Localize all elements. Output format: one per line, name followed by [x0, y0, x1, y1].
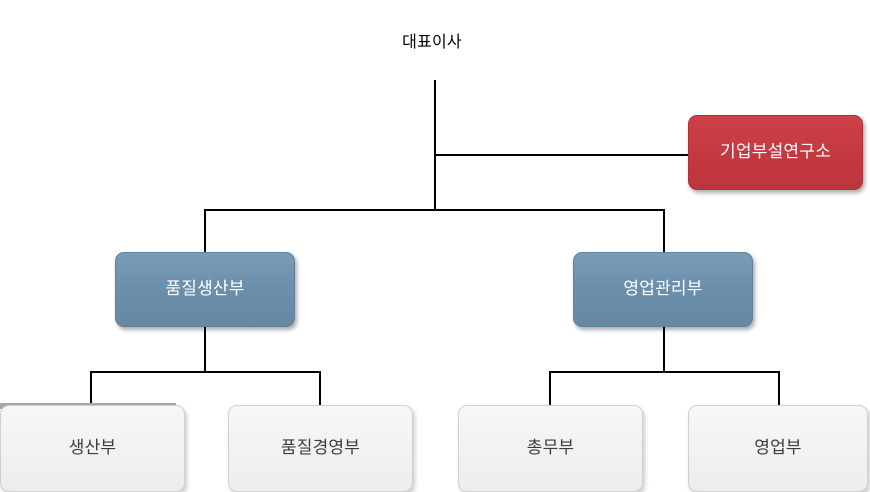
- org-node-label-quality-management-department: 품질경영부: [280, 437, 361, 458]
- org-node-research-institute[interactable]: 기업부설연구소: [688, 115, 863, 190]
- connector-sales-mgmt-bus: [549, 371, 780, 373]
- org-node-quality-production-division[interactable]: 품질생산부: [115, 252, 295, 327]
- org-node-sales-management-division[interactable]: 영업관리부: [573, 252, 753, 327]
- connector-sales-mgmt-trunk: [663, 327, 665, 372]
- connector-divisions-bus: [204, 209, 665, 211]
- connector-bus-to-general: [549, 371, 551, 405]
- connector-quality-prod-trunk: [204, 327, 206, 372]
- org-node-general-affairs-department[interactable]: 총무부: [458, 405, 643, 492]
- org-node-label-research-institute: 기업부설연구소: [720, 141, 831, 162]
- connector-bus-to-sales: [778, 371, 780, 405]
- org-node-label-sales-department: 영업부: [754, 437, 802, 458]
- org-node-label-ceo: 대표이사: [402, 31, 462, 51]
- connector-ceo-to-research: [434, 154, 688, 156]
- org-node-label-quality-production-division: 품질생산부: [165, 278, 245, 299]
- connector-ceo-trunk: [434, 80, 436, 211]
- connector-bus-to-production: [90, 371, 92, 405]
- org-node-quality-management-department[interactable]: 품질경영부: [228, 405, 413, 492]
- org-node-ceo[interactable]: 대표이사: [337, 3, 527, 80]
- org-node-sales-department[interactable]: 영업부: [688, 405, 868, 492]
- connector-quality-prod-bus: [90, 371, 321, 373]
- connector-bus-to-quality-mgmt: [319, 371, 321, 405]
- connector-bus-to-sales-mgmt: [663, 209, 665, 253]
- org-node-label-production-department: 생산부: [68, 437, 117, 458]
- org-node-label-general-affairs-department: 총무부: [526, 437, 575, 458]
- org-node-label-sales-management-division: 영업관리부: [623, 278, 703, 299]
- connector-bus-to-quality-prod: [204, 209, 206, 253]
- org-node-production-department[interactable]: 생산부: [0, 405, 185, 492]
